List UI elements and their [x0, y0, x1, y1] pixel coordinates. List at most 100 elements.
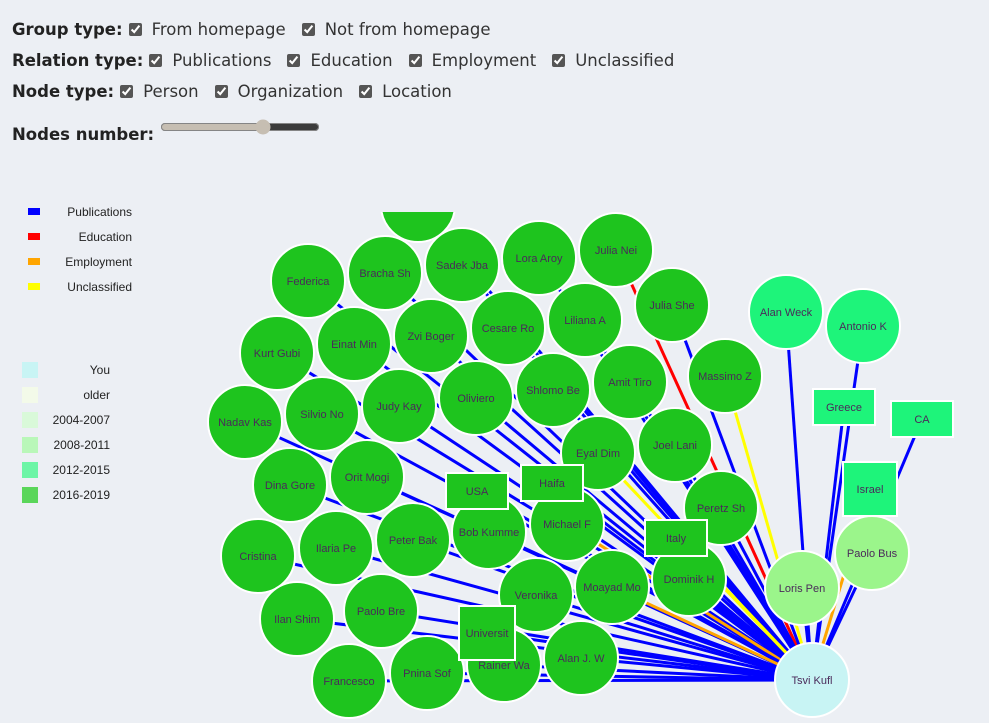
graph-node-cesare-ro[interactable]: Cesare Ro: [470, 290, 546, 366]
node-label: Bob Kumme: [459, 527, 520, 539]
group-from-homepage-option[interactable]: From homepage: [127, 20, 286, 39]
graph-node-israel[interactable]: Israel: [842, 461, 898, 517]
graph-node-veronika[interactable]: Veronika: [498, 557, 574, 633]
node-organization-checkbox[interactable]: [214, 85, 228, 98]
graph-node-kurt-gubi[interactable]: Kurt Gubi: [239, 315, 315, 391]
node-person-option[interactable]: Person: [118, 82, 199, 101]
graph-node-usa[interactable]: USA: [445, 472, 509, 510]
node-circle: [498, 557, 574, 633]
legend-you: You: [22, 362, 110, 378]
relation-employment-text: Employment: [431, 51, 537, 70]
node-label: Joel Lani: [653, 440, 697, 452]
graph-node-einat-min[interactable]: Einat Min: [316, 306, 392, 382]
relation-unclassified-checkbox[interactable]: [552, 54, 566, 67]
node-label: Ilaria Pe: [316, 543, 356, 555]
graph-node-sadek-jba[interactable]: Sadek Jba: [424, 227, 500, 303]
relation-publications-checkbox[interactable]: [149, 54, 163, 67]
node-label: Pnina Sof: [403, 668, 452, 680]
node-rect: [445, 472, 509, 510]
node-label: Orit Mogi: [345, 472, 390, 484]
graph-node-judy-kay[interactable]: Judy Kay: [361, 368, 437, 444]
graph-node-italy[interactable]: Italy: [644, 519, 708, 557]
graph-node-francesco[interactable]: Francesco: [311, 643, 387, 719]
node-location-option[interactable]: Location: [357, 82, 452, 101]
graph-node-michael-f[interactable]: Michael F: [529, 486, 605, 562]
graph-node-center[interactable]: Tsvi Kufl: [774, 642, 850, 718]
node-label: Alan J. W: [557, 653, 605, 665]
legend-2016-2019: 2016-2019: [22, 487, 110, 503]
relation-education-checkbox[interactable]: [287, 54, 301, 67]
graph-node-alan-j-w[interactable]: Alan J. W: [543, 620, 619, 696]
group-type-row: Group type: From homepage Not from homep…: [12, 14, 688, 45]
edge-massimo-z: [723, 375, 814, 681]
node-label: Paolo Bre: [357, 606, 405, 618]
relation-publications-option[interactable]: Publications: [147, 51, 271, 70]
node-label: Paolo Bus: [847, 548, 898, 560]
node-label: Peretz Sh: [697, 503, 745, 515]
relation-employment-option[interactable]: Employment: [407, 51, 537, 70]
graph-node-cristina[interactable]: Cristina: [220, 518, 296, 594]
graph-node-shlomo-be[interactable]: Shlomo Be: [515, 352, 591, 428]
graph-node-zvi-boger[interactable]: Zvi Boger: [393, 298, 469, 374]
relation-employment-checkbox[interactable]: [408, 54, 422, 67]
node-organization-option[interactable]: Organization: [213, 82, 344, 101]
graph-node-orit-mogi[interactable]: Orit Mogi: [329, 439, 405, 515]
filter-controls: Group type: From homepage Not from homep…: [12, 14, 688, 147]
graph-node-julia-she[interactable]: Julia She: [634, 267, 710, 343]
node-person-checkbox[interactable]: [120, 85, 134, 98]
relation-unclassified-option[interactable]: Unclassified: [550, 51, 674, 70]
node-circle: [592, 344, 668, 420]
graph-node-dina-gore[interactable]: Dina Gore: [252, 447, 328, 523]
node-label: Julia She: [649, 300, 694, 312]
graph-node-antonio-k[interactable]: Antonio K: [825, 288, 901, 364]
nodes-number-slider[interactable]: [160, 119, 321, 135]
graph-node-ilan-shim[interactable]: Ilan Shim: [259, 581, 335, 657]
graph-node-alan-weck[interactable]: Alan Weck: [748, 274, 824, 350]
graph-node-federica[interactable]: Federica: [270, 243, 346, 319]
graph-node-paolo-bus[interactable]: Paolo Bus: [834, 515, 910, 591]
group-not-from-homepage-text: Not from homepage: [324, 20, 491, 39]
node-label: Rainer Wa: [478, 660, 530, 672]
graph-node-silvio-no[interactable]: Silvio No: [284, 376, 360, 452]
node-location-checkbox[interactable]: [359, 85, 373, 98]
graph-node-peretz-sh[interactable]: Peretz Sh: [683, 470, 759, 546]
graph-node-amit-tiro[interactable]: Amit Tiro: [592, 344, 668, 420]
employment-swatch: [28, 258, 40, 265]
graph-node-liliana-a[interactable]: Liliana A: [547, 282, 623, 358]
graph-node-julia-nei[interactable]: Julia Nei: [578, 212, 654, 288]
graph-node-pnina-sof[interactable]: Pnina Sof: [389, 635, 465, 711]
legend-2004-2007: 2004-2007: [22, 412, 110, 428]
relation-education-option[interactable]: Education: [285, 51, 393, 70]
node-label: Universit: [466, 628, 509, 640]
node-label: Sadek Jba: [436, 260, 489, 272]
graph-node-paolo-bre[interactable]: Paolo Bre: [343, 573, 419, 649]
graph-node-nadav-kas[interactable]: Nadav Kas: [207, 384, 283, 460]
graph-node-joel-lani[interactable]: Joel Lani: [637, 407, 713, 483]
graph-node-bracha-sh[interactable]: Bracha Sh: [347, 235, 423, 311]
graph-node-ilaria-pe[interactable]: Ilaria Pe: [298, 510, 374, 586]
node-circle: [361, 368, 437, 444]
graph-node-oliviero[interactable]: Oliviero: [438, 360, 514, 436]
graph-node-peter-bak[interactable]: Peter Bak: [375, 502, 451, 578]
node-organization-text: Organization: [237, 82, 344, 101]
graph-node-lora-aroy[interactable]: Lora Aroy: [501, 220, 577, 296]
node-label: Dominik H: [664, 574, 715, 586]
graph-node-ca[interactable]: CA: [890, 400, 954, 438]
graph-node-moayad-mo[interactable]: Moayad Mo: [574, 549, 650, 625]
graph-node-greece[interactable]: Greece: [812, 388, 876, 426]
node-circle: [543, 620, 619, 696]
graph-node-universit[interactable]: Universit: [458, 605, 516, 661]
group-from-homepage-checkbox[interactable]: [128, 23, 142, 36]
graph-node-loris-pen[interactable]: Loris Pen: [764, 550, 840, 626]
graph-node-haifa[interactable]: Haifa: [520, 464, 584, 502]
graph-node-massimo-z[interactable]: Massimo Z: [687, 338, 763, 414]
group-not-from-homepage-checkbox[interactable]: [301, 23, 315, 36]
node-label: Francesco: [323, 676, 374, 688]
node-type-row: Node type: Person Organization Location: [12, 76, 688, 107]
center-node-circle: [774, 642, 850, 718]
graph-node-node-0[interactable]: [380, 168, 456, 243]
group-not-from-homepage-option[interactable]: Not from homepage: [300, 20, 491, 39]
education-swatch: [28, 233, 40, 240]
node-label: USA: [466, 486, 489, 498]
